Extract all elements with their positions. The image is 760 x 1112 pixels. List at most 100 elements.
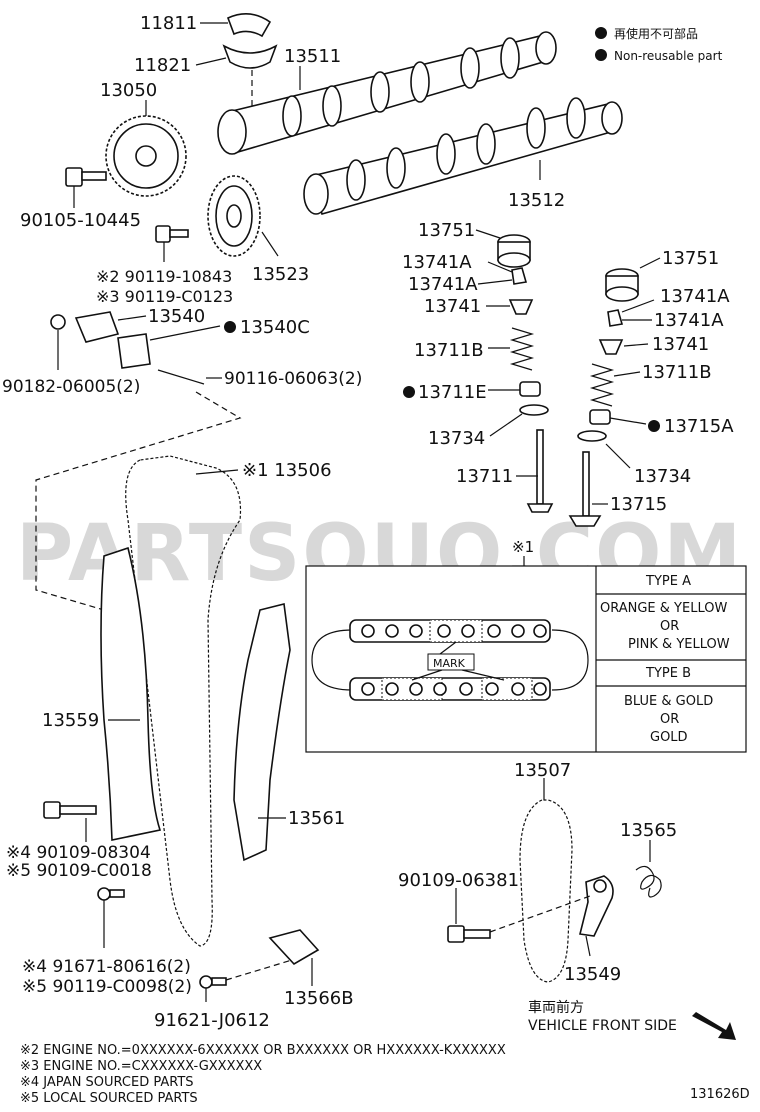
part-label-13715a: 13715A bbox=[664, 416, 734, 437]
chain-damper-13566b bbox=[268, 929, 320, 966]
tension-spring-13565 bbox=[635, 865, 662, 898]
vehicle-front-direction: 車両前方 VEHICLE FRONT SIDE bbox=[528, 999, 736, 1040]
type-b-color-3: GOLD bbox=[650, 730, 688, 745]
note-2: ※2 ENGINE NO.=0XXXXXX-6XXXXXX OR BXXXXXX… bbox=[20, 1043, 506, 1058]
type-b-label: TYPE B bbox=[645, 666, 691, 681]
part-label-13540: 13540 bbox=[148, 306, 205, 327]
part-label-13549: 13549 bbox=[564, 964, 621, 985]
valve-spring-13711b-left bbox=[509, 327, 535, 371]
type-a-label: TYPE A bbox=[645, 574, 691, 589]
chain-slipper-13559 bbox=[100, 546, 162, 841]
type-a-color-2: OR bbox=[660, 619, 679, 634]
part-label-13512: 13512 bbox=[508, 190, 565, 211]
part-label-13566b: 13566B bbox=[284, 988, 354, 1009]
part-label-11821: 11821 bbox=[134, 55, 191, 76]
legend: 再使用不可部品 Non-reusable part bbox=[595, 26, 723, 63]
oil-pump-chain-13507 bbox=[519, 799, 573, 983]
part-label-90109-06381: 90109-06381 bbox=[398, 870, 519, 891]
cam-sprocket-13523 bbox=[207, 175, 261, 257]
valve-lifter-13751-right bbox=[605, 268, 639, 302]
part-label-90119-c0098: ※5 90119-C0098(2) bbox=[22, 977, 192, 997]
non-reusable-dot-icon bbox=[648, 420, 660, 432]
part-label-13715: 13715 bbox=[610, 494, 667, 515]
part-label-13741a-left-1: 13741A bbox=[402, 252, 472, 273]
spring-seat-13734-right bbox=[577, 430, 607, 442]
chain-guide-13561 bbox=[233, 603, 291, 862]
part-label-13711b-right: 13711B bbox=[642, 362, 712, 383]
part-label-13711: 13711 bbox=[456, 466, 513, 487]
bolt-91621 bbox=[199, 975, 227, 989]
part-label-90109-c0018: ※5 90109-C0018 bbox=[6, 861, 152, 881]
mark-label: MARK bbox=[433, 657, 466, 670]
part-label-13561: 13561 bbox=[288, 808, 345, 829]
part-label-13050: 13050 bbox=[100, 80, 157, 101]
valve-lifter-13751-left bbox=[497, 234, 531, 268]
part-label-13751-left: 13751 bbox=[418, 220, 475, 241]
type-a-color-1: ORANGE & YELLOW bbox=[600, 601, 727, 616]
non-reusable-dot-icon bbox=[595, 27, 607, 39]
valve-keeper-13741a-left bbox=[511, 267, 528, 285]
part-label-13751-right: 13751 bbox=[662, 248, 719, 269]
non-reusable-dot-icon bbox=[224, 321, 236, 333]
part-label-11811: 11811 bbox=[140, 13, 197, 34]
intake-valve-13711 bbox=[526, 429, 554, 513]
non-reusable-dot-icon bbox=[403, 386, 415, 398]
part-label-13711e: 13711E bbox=[418, 382, 487, 403]
part-label-13507: 13507 bbox=[514, 760, 571, 781]
part-label-91671-80616: ※4 91671-80616(2) bbox=[22, 957, 191, 977]
camshaft-bearing-lower bbox=[222, 44, 278, 69]
chain-mark-inset: ※1 bbox=[305, 538, 747, 753]
camshaft-bearing-upper bbox=[226, 13, 272, 38]
part-label-13559: 13559 bbox=[42, 710, 99, 731]
part-label-13506: ※1 13506 bbox=[242, 460, 332, 481]
camshaft-13511 bbox=[217, 31, 557, 155]
part-label-13741a-left-2: 13741A bbox=[408, 274, 478, 295]
gasket-13540c bbox=[117, 333, 151, 369]
note-3: ※3 ENGINE NO.=CXXXXXX-GXXXXXX bbox=[20, 1059, 262, 1074]
type-b-color-2: OR bbox=[660, 712, 679, 727]
part-label-90119-10843: ※2 90119-10843 bbox=[96, 267, 232, 286]
vehicle-front-jp: 車両前方 bbox=[528, 999, 584, 1016]
part-label-13741a-right-1: 13741A bbox=[660, 286, 730, 307]
note-5: ※5 LOCAL SOURCED PARTS bbox=[20, 1091, 198, 1106]
vehicle-front-en: VEHICLE FRONT SIDE bbox=[528, 1018, 677, 1034]
part-label-13734-right: 13734 bbox=[634, 466, 691, 487]
part-label-13511: 13511 bbox=[284, 46, 341, 67]
valve-spring-13711b-right bbox=[589, 363, 615, 407]
part-label-13741a-right-2: 13741A bbox=[654, 310, 724, 331]
inset-ref: ※1 bbox=[512, 538, 534, 556]
part-label-13540c: 13540C bbox=[240, 317, 310, 338]
part-label-90119-c0123: ※3 90119-C0123 bbox=[96, 287, 233, 306]
part-label-90116-06063: 90116-06063(2) bbox=[224, 369, 362, 389]
arrow-icon bbox=[692, 1012, 736, 1040]
valve-seal-13711e bbox=[519, 381, 541, 397]
part-label-13711b-left: 13711B bbox=[414, 340, 484, 361]
part-label-13523: 13523 bbox=[252, 264, 309, 285]
exhaust-valve-13715 bbox=[568, 451, 602, 527]
bolt-90109-06381 bbox=[447, 925, 491, 943]
part-label-91621-j0612: 91621-J0612 bbox=[154, 1010, 270, 1031]
vvt-gear-13050 bbox=[105, 115, 187, 197]
legend-en: Non-reusable part bbox=[614, 49, 723, 63]
valve-seal-13715a bbox=[589, 409, 611, 425]
footnotes: ※2 ENGINE NO.=0XXXXXX-6XXXXXX OR BXXXXXX… bbox=[20, 1043, 506, 1106]
legend-jp: 再使用不可部品 bbox=[614, 26, 698, 41]
non-reusable-dot-icon bbox=[595, 49, 607, 61]
part-label-13734-left: 13734 bbox=[428, 428, 485, 449]
chain-tensioner-arm-13549 bbox=[579, 875, 614, 937]
part-label-13741-left: 13741 bbox=[424, 296, 481, 317]
bolt-90109-08304 bbox=[43, 801, 97, 819]
stud-90116 bbox=[157, 369, 205, 385]
part-label-13565: 13565 bbox=[620, 820, 677, 841]
part-label-90105-10445: 90105-10445 bbox=[20, 210, 141, 231]
chain-illustration bbox=[311, 619, 589, 701]
figure-id: 131626D bbox=[690, 1087, 750, 1102]
spring-retainer-13741-left bbox=[508, 299, 534, 315]
bolt-91671 bbox=[97, 887, 125, 901]
bolt-90119 bbox=[155, 225, 189, 243]
type-a-color-3: PINK & YELLOW bbox=[628, 637, 730, 652]
part-label-13741-right: 13741 bbox=[652, 334, 709, 355]
note-4: ※4 JAPAN SOURCED PARTS bbox=[20, 1075, 194, 1090]
spring-retainer-13741-right bbox=[598, 339, 624, 355]
